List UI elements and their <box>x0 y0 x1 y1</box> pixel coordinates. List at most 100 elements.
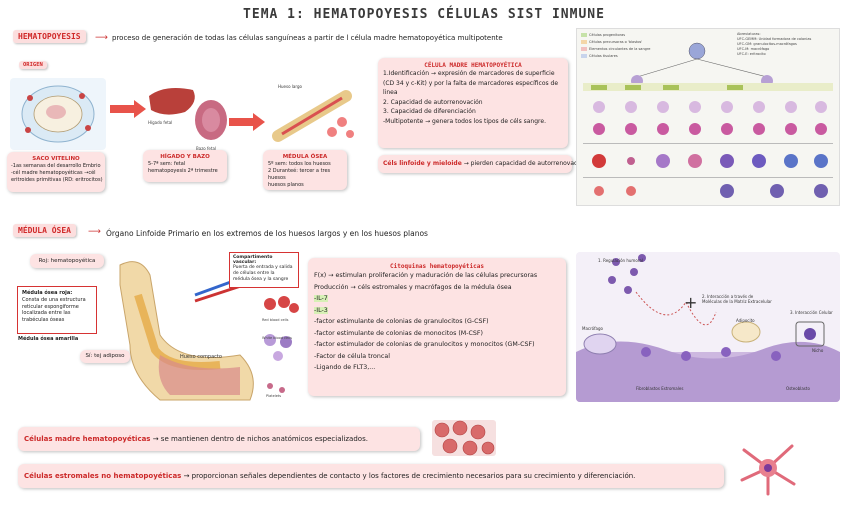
cito-line-8: -Factor de célula troncal <box>314 352 390 360</box>
amarilla-label: Médula ósea amarilla <box>18 336 79 342</box>
vascular-title: Compartimento vascular: <box>233 255 273 265</box>
b2-rest: → proporcionan señales dependientes de c… <box>183 472 636 480</box>
cito-line-7: -factor estimulador de colonias de granu… <box>314 341 535 348</box>
medula-line-2: 2 Duranteé: tercer a tres huesos <box>268 168 331 181</box>
cmh-line-6: -Multipotente → genera todos los tipos d… <box>383 117 546 125</box>
page-title: TEMA 1: HEMATOPOYESIS CÉLULAS SIST INMUN… <box>243 7 605 22</box>
linfoide-mieloide-card: Céls linfoide y mieloide → pierden capac… <box>378 155 586 173</box>
linfoide-rest: → pierden capacidad de autorrenovación <box>463 160 587 167</box>
hematopoyesis-definition: proceso de generación de todas las célul… <box>112 34 503 42</box>
vascular-box: Compartimento vascular: Puerta de entrad… <box>229 252 299 288</box>
niche-label-3: 3. Interacción Celular <box>790 310 833 315</box>
bone-marrow-image <box>100 255 260 405</box>
cmh-line-4: 2. Capacidad de autorrenovación <box>383 98 483 106</box>
vascular-line-1: Puerta de entrada y salida <box>233 265 293 270</box>
arrow-icon: ⟶ <box>88 227 101 237</box>
arrow-icon <box>229 113 265 131</box>
niche-label-8: Osteoblasto <box>786 386 810 391</box>
medula-title: MÉDULA ÓSEA <box>282 154 328 160</box>
higado-bazo-card: HÍGADO Y BAZO 5-7ª sem: fetal hematopoye… <box>143 150 227 182</box>
medula-line-1: 5º sem: todos los huesos <box>268 161 331 167</box>
cito-line-1: F(x) → estimulan proliferación y madurac… <box>314 272 538 279</box>
saco-line-3: eritroides primitivas (RD: eritrocitos) <box>11 177 103 183</box>
niche-label-1: 1. Regulación humoral <box>598 258 643 263</box>
svg-text:+: + <box>684 293 697 312</box>
origen-tag: ORIGEN <box>19 61 47 69</box>
cito-line-6: -factor estimulante de colonias de monoc… <box>314 329 483 337</box>
niche-image: + 1. Regulación humoral 2. Interacción a… <box>576 252 840 402</box>
cmh-title: CÉLULA MADRE HEMATOPOYÉTICA <box>424 62 522 69</box>
medula-definition: Órgano Linfoide Primario en los extremos… <box>106 229 428 238</box>
abbr-5: UFC-E: eritrocito <box>737 52 766 56</box>
citoquinas-title: Citoquinas hematopoyéticas <box>390 263 484 270</box>
roja-box-line-3: localizada entre las <box>22 310 71 316</box>
red-cells-thumbnail <box>432 420 496 456</box>
wbc-label: White blood cells <box>262 336 292 340</box>
medula-card: MÉDULA ÓSEA 5º sem: todos los huesos 2 D… <box>263 150 347 190</box>
cmh-line-3: linea <box>383 89 398 96</box>
cmh-card: CÉLULA MADRE HEMATOPOYÉTICA 1.Identifica… <box>378 58 568 148</box>
roja-box-line-2: reticular espongiforme <box>22 303 79 310</box>
legend-item-1: Células progenitoras <box>589 33 626 37</box>
liver-spleen-image <box>145 82 235 144</box>
yolk-sac-image <box>10 78 106 150</box>
legend-item-4: Células tisulares <box>589 54 618 58</box>
cito-line-2: Producción → céls estromales y macrófago… <box>314 283 512 291</box>
legend-item-3: Elementos circulantes de la sangre <box>589 47 651 51</box>
vascular-line-2: de células entre la <box>233 271 275 276</box>
adipose-tag: Sí: tej adiposo <box>80 350 130 363</box>
b1-red: Células madre hematopoyéticas <box>24 435 151 443</box>
citoquinas-card: Citoquinas hematopoyéticas F(x) → estimu… <box>308 258 566 396</box>
legend-item-2: Células precursoras o 'blastos' <box>589 40 643 44</box>
cito-line-9: -Ligando de FLT3,... <box>314 364 376 371</box>
medula-osea-tag: MÉDULA ÓSEA <box>13 224 76 237</box>
cito-line-4: -IL-3 <box>314 306 328 314</box>
cmh-line-2: (CD 34 y c-Kit) y por la falta de marcad… <box>383 79 559 87</box>
niche-label-2: 2. Interacción a través de Moléculas de … <box>702 294 772 304</box>
roja-box-line-4: trabéculas óseas <box>22 316 65 323</box>
cmh-line-1: 1.Identificación → expresión de marcador… <box>383 70 555 77</box>
roja-box-line-1: Consta de una estructura <box>22 297 86 303</box>
cmh-nicho-banner: Células madre hematopoyéticas → se manti… <box>18 427 420 451</box>
higado-title: HÍGADO Y BAZO <box>160 154 210 160</box>
stromal-cell-icon <box>738 440 798 496</box>
bone-label: Hueso largo <box>278 84 302 89</box>
medula-line-3: huesos planos <box>268 182 304 188</box>
niche-label-4: Macrófago <box>582 326 603 331</box>
hueso-label: Hueso compacto <box>180 354 222 360</box>
hematopoiesis-diagram: Células progenitoras Células precursoras… <box>576 28 840 206</box>
liver-label: Hígado fetal <box>148 120 173 125</box>
roja-box: Médula ósea roja: Consta de una estructu… <box>17 286 97 334</box>
cmh-line-5: 3. Capacidad de diferenciación <box>383 108 476 115</box>
saco-line-1: -1as semanas del desarrollo Embrio <box>11 163 101 169</box>
cito-line-5: -factor estimulante de colonias de granu… <box>314 318 489 325</box>
linfoide-red: Céls linfoide y mieloide <box>383 160 462 167</box>
higado-line-1: 5-7ª sem: fetal <box>148 161 186 167</box>
niche-label-7: Fibroblastos Estromales <box>636 386 684 391</box>
b1-rest: → se mantienen dentro de nichos anatómic… <box>152 435 368 443</box>
arrow-icon: ⟶ <box>95 33 108 43</box>
estromales-banner: Células estromales no hematopoyéticas → … <box>18 464 724 488</box>
higado-line-2: hematopoyesis 2ª trimestre <box>148 168 218 174</box>
arrow-icon <box>110 100 146 118</box>
vascular-line-3: médula ósea y la sangre <box>233 277 289 282</box>
roja-tag: Roj: hematopoyética <box>30 254 104 268</box>
rbc-label: Red blood cells <box>262 318 289 322</box>
saco-vitelino-card: SACO VITELINO -1as semanas del desarroll… <box>7 152 105 192</box>
abbr-1: Abreviaturas: <box>737 32 761 36</box>
cito-line-3: -IL-7 <box>314 295 328 302</box>
hematopoyesis-tag: HEMATOPOYESIS <box>13 30 86 43</box>
abbr-4: UFC-M: macrófago <box>737 47 770 51</box>
niche-label-6: Nicho <box>812 348 824 353</box>
saco-title: SACO VITELINO <box>32 156 80 162</box>
saco-line-2: -cél madre hematopoyéticas →cél <box>11 170 96 176</box>
niche-label-5: Adipocito <box>736 318 755 323</box>
abbr-2: UFC-GEMM: Unidad formadora de colonias <box>737 37 812 41</box>
long-bone-image <box>268 82 356 146</box>
roja-box-title: Médula ósea roja: <box>22 290 73 296</box>
blood-cells-image <box>256 294 306 410</box>
abbr-3: UFC-GM: granulocitos-macrófagos <box>737 42 797 46</box>
b2-red: Células estromales no hematopoyéticas <box>24 472 182 480</box>
spleen-label: Bazo fetal <box>196 146 217 151</box>
platelets-label: Platelets <box>266 394 282 398</box>
